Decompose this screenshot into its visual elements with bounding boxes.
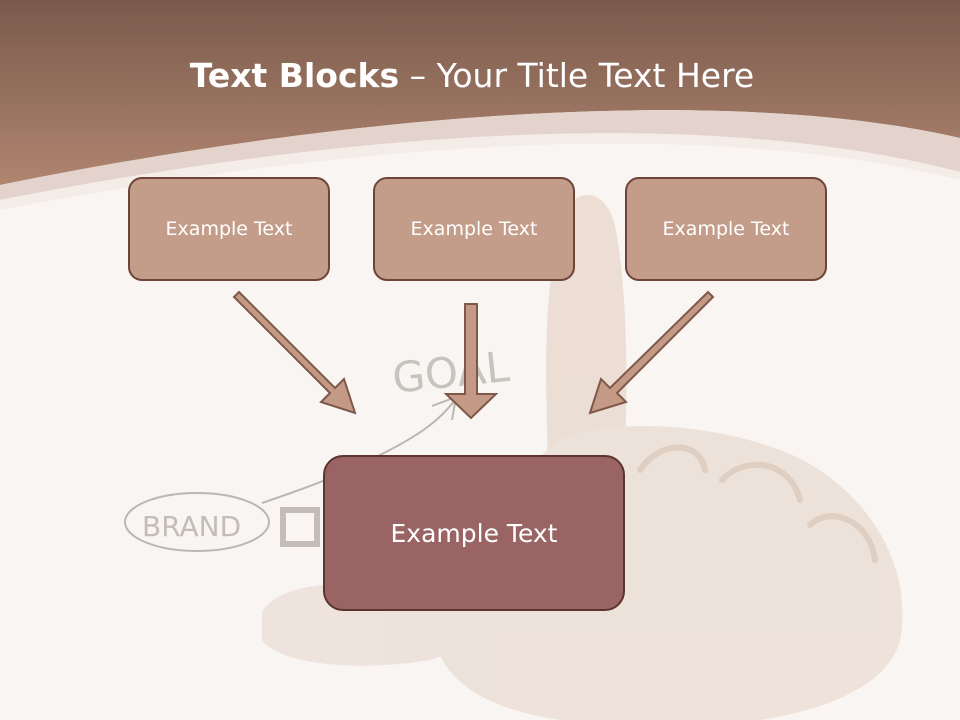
text-block-target[interactable]: Example Text	[323, 455, 625, 611]
arrow-left	[232, 290, 357, 415]
header-swoosh	[0, 110, 960, 200]
brand-sketch-text: BRAND	[142, 510, 241, 543]
goal-brand-sketch	[124, 395, 458, 552]
slide-title: Text Blocks – Your Title Text Here	[0, 52, 944, 100]
sketch-square	[280, 507, 320, 547]
text-block-target-label: Example Text	[390, 518, 558, 548]
text-block-center[interactable]: Example Text	[373, 177, 575, 281]
title-dash: –	[399, 56, 437, 95]
header-swoosh-shadow	[0, 133, 960, 210]
title-rest: Your Title Text Here	[436, 56, 755, 95]
text-block-left-label: Example Text	[165, 218, 293, 240]
text-block-right[interactable]: Example Text	[625, 177, 827, 281]
knuckle-lines	[637, 444, 878, 563]
arrow-right	[588, 290, 715, 415]
goal-sketch-text: GOAL	[390, 342, 512, 403]
arrow-center	[443, 303, 499, 420]
brand-ellipse	[124, 492, 270, 552]
header-band	[0, 0, 960, 185]
text-block-center-label: Example Text	[410, 218, 538, 240]
text-block-right-label: Example Text	[662, 218, 790, 240]
text-block-left[interactable]: Example Text	[128, 177, 330, 281]
title-bold: Text Blocks	[189, 56, 400, 95]
